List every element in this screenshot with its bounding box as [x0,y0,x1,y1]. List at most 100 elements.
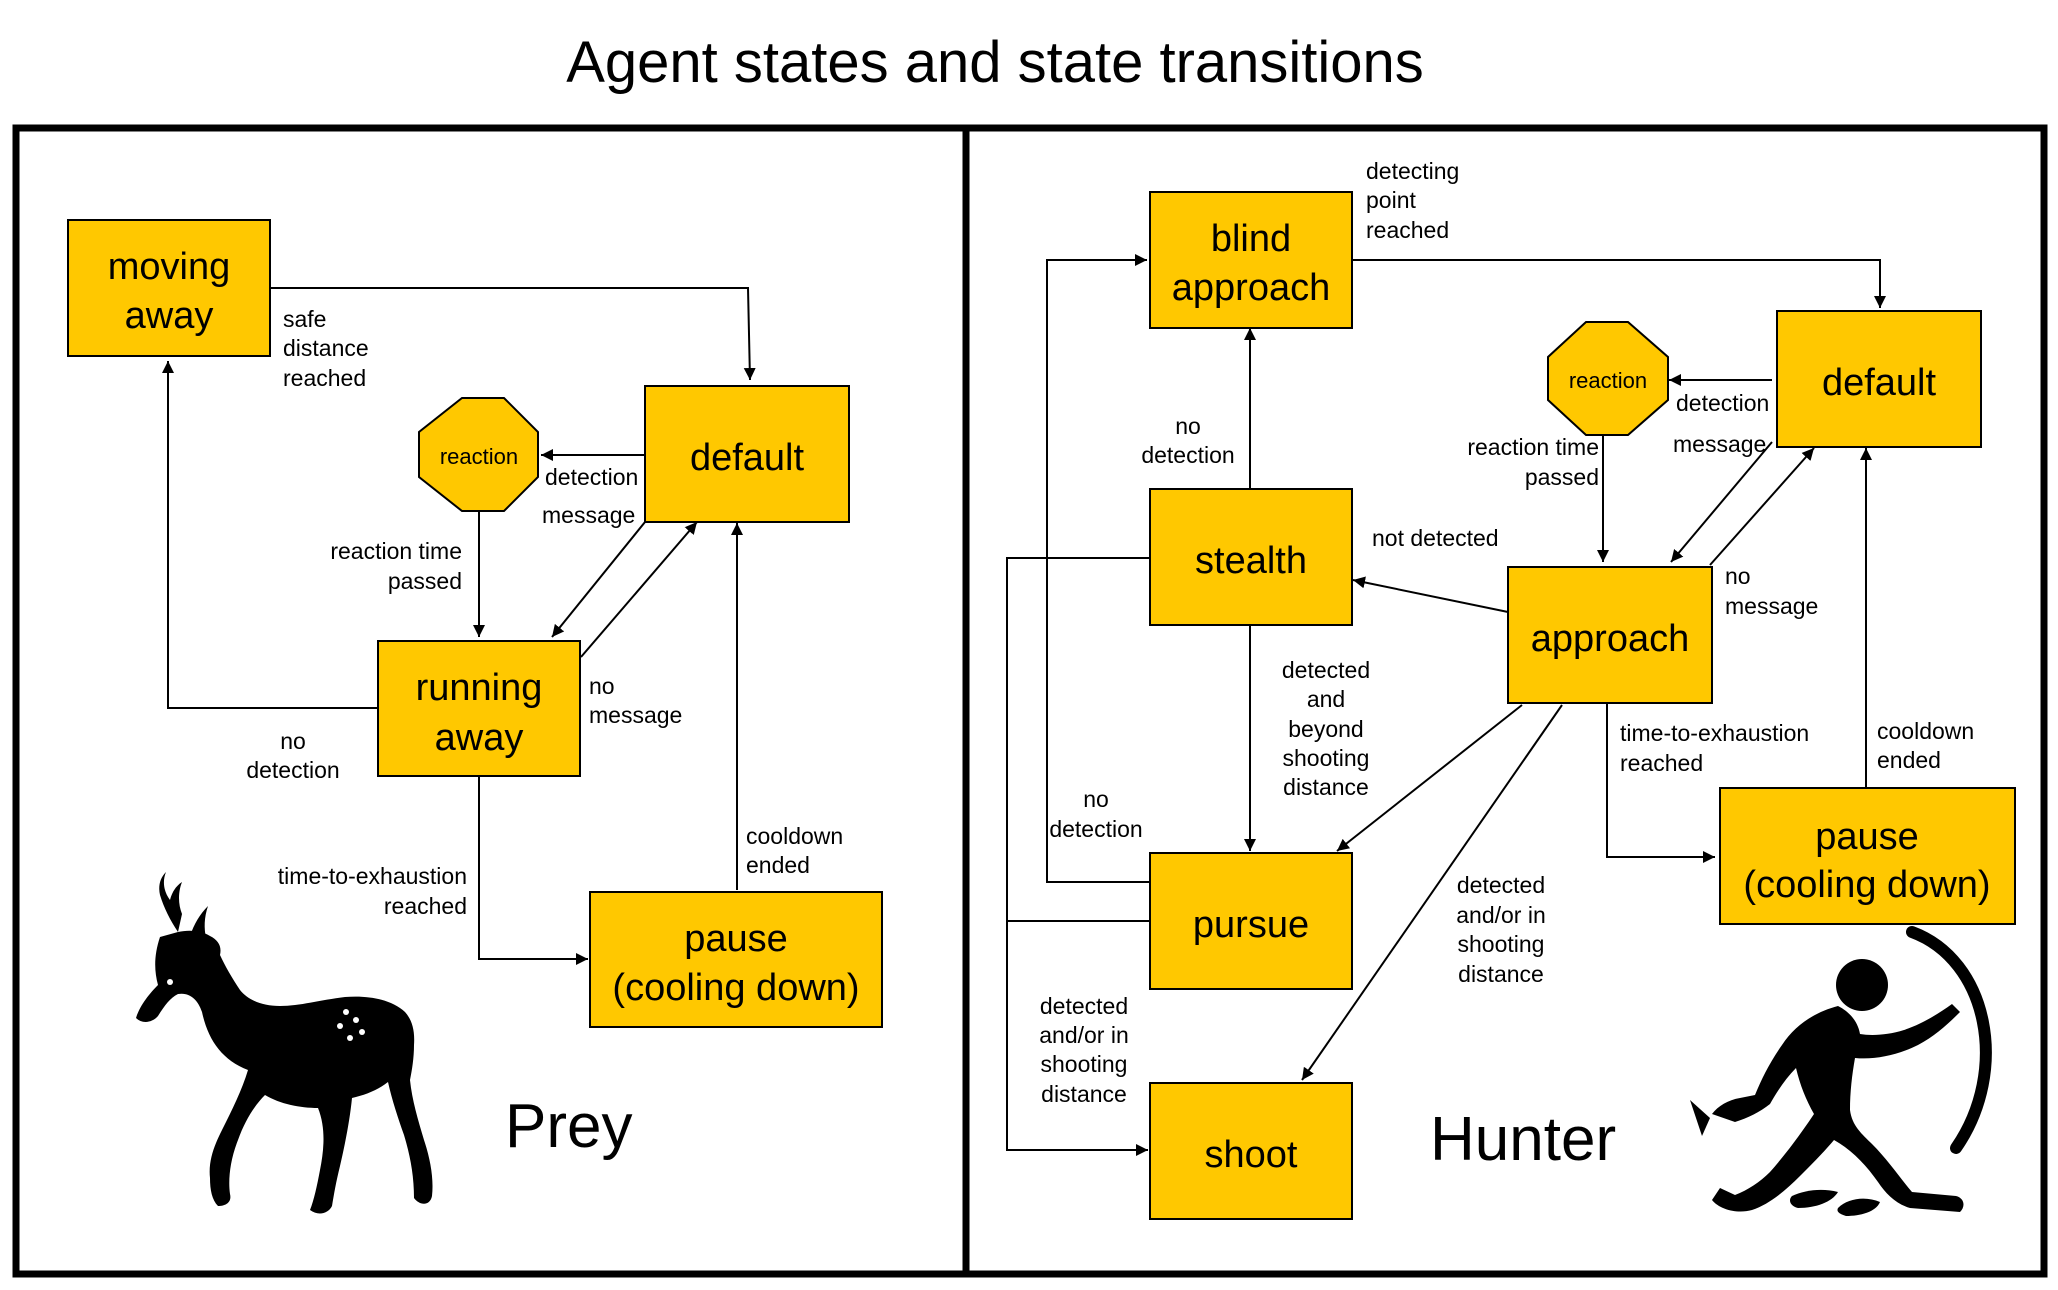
svg-text:detected: detected [1040,993,1128,1019]
prey-label-no-message: no message [589,673,682,728]
svg-text:point: point [1366,187,1416,213]
prey-label-detection-message: detection message [542,464,638,528]
svg-text:detecting: detecting [1366,158,1459,184]
svg-text:distance: distance [1458,961,1544,987]
hunter-label-detected-in-shooting-right: detected and/or in shooting distance [1456,872,1546,987]
edge-approach-to-shoot [1301,704,1563,1081]
hunter-label-message: message [1673,431,1766,457]
edge-blind-approach-to-default [1348,259,1886,308]
svg-text:message: message [542,502,635,528]
svg-text:no: no [589,673,615,699]
svg-text:distance: distance [1283,774,1369,800]
svg-text:and: and [1307,686,1345,712]
hunter-state-reaction: reaction [1547,321,1669,436]
svg-text:cooldown: cooldown [1877,718,1974,744]
hunter-label-detecting-point: detecting point reached [1366,158,1459,243]
svg-text:no: no [1175,413,1201,439]
svg-text:no: no [1083,786,1109,812]
svg-text:reached: reached [1366,217,1449,243]
svg-text:detection: detection [1141,442,1234,468]
svg-text:ended: ended [746,852,810,878]
edge-approach-to-pause [1606,704,1715,863]
hunter-label-detected-beyond: detected and beyond shooting distance [1282,657,1370,800]
prey-state-reaction: reaction [418,397,539,512]
hunter-state-pause: pause (cooling down) [1719,787,2016,925]
deer-silhouette-icon [136,872,433,1214]
diagram-title: Agent states and state transitions [566,30,1424,95]
prey-state-default: default [644,385,850,523]
prey-agent-name: Prey [505,1092,632,1161]
prey-diagram: moving away default reaction running awa… [67,219,883,1214]
svg-text:distance: distance [1041,1081,1127,1107]
hunter-label-detection: detection [1676,390,1769,416]
hunter-agent-name: Hunter [1430,1105,1616,1174]
hunter-state-stealth: stealth [1149,488,1353,626]
prey-state-pause: pause (cooling down) [589,891,883,1028]
svg-text:blind: blind [1211,218,1291,260]
svg-text:shooting: shooting [1041,1051,1128,1077]
hunter-label-detected-in-shooting-left: detected and/or in shooting distance [1039,993,1129,1107]
svg-text:reaction time: reaction time [1467,434,1599,460]
svg-text:pause: pause [684,918,788,960]
svg-text:time-to-exhaustion: time-to-exhaustion [1620,720,1809,746]
edge-stealth-to-shoot [1006,557,1150,1156]
svg-text:detection: detection [1049,816,1142,842]
svg-text:(cooling down): (cooling down) [612,967,859,1009]
hunter-state-blind-approach: blind approach [1149,191,1353,329]
svg-text:safe: safe [283,306,326,332]
svg-text:running: running [416,667,543,709]
hunter-label-no-message: no message [1725,563,1818,619]
edge-default-to-approach [1670,441,1773,563]
svg-text:reaction time: reaction time [330,538,462,564]
svg-text:approach: approach [1172,267,1330,309]
svg-text:approach: approach [1531,618,1689,660]
edge-approach-to-stealth [1352,576,1509,613]
prey-label-safe-distance: safe distance reached [283,306,369,391]
svg-text:reaction: reaction [1569,368,1647,393]
svg-text:pursue: pursue [1193,904,1309,946]
svg-text:reached: reached [384,893,467,919]
hunter-label-no-detection-top: no detection [1141,413,1234,468]
hunter-label-cooldown-ended: cooldown ended [1877,718,1974,773]
svg-text:stealth: stealth [1195,540,1307,582]
hunter-label-no-detection-left: no detection [1049,786,1142,842]
svg-text:shoot: shoot [1205,1134,1298,1176]
svg-text:default: default [1822,362,1937,404]
prey-label-no-detection: no detection [246,728,339,783]
svg-text:passed: passed [1525,464,1599,490]
svg-text:cooldown: cooldown [746,823,843,849]
archer-silhouette-icon [1690,926,1992,1216]
svg-text:distance: distance [283,335,369,361]
edge-approach-to-pursue [1336,704,1523,852]
hunter-state-default: default [1776,310,1982,448]
svg-text:no: no [280,728,306,754]
edge-moving-away-to-default [270,287,756,381]
hunter-diagram: blind approach reaction default stealth … [1006,158,2016,1220]
hunter-label-time-to-exhaustion: time-to-exhaustion reached [1620,720,1809,776]
hunter-state-shoot: shoot [1149,1082,1353,1220]
svg-text:message: message [589,702,682,728]
svg-text:and/or in: and/or in [1456,902,1546,928]
svg-text:reaction: reaction [440,444,518,469]
svg-text:ended: ended [1877,747,1941,773]
edge-default-to-running-away [551,521,646,638]
svg-text:passed: passed [388,568,462,594]
svg-text:shooting: shooting [1283,745,1370,771]
hunter-panel [962,124,2048,1278]
prey-label-reaction-time: reaction time passed [330,538,462,594]
svg-text:no: no [1725,563,1751,589]
svg-text:reached: reached [1620,750,1703,776]
svg-text:detection: detection [545,464,638,490]
svg-text:shooting: shooting [1458,931,1545,957]
edge-pursue-to-blind-approach [1046,254,1150,883]
edge-approach-to-default [1709,447,1815,566]
svg-text:beyond: beyond [1288,716,1363,742]
svg-text:default: default [690,437,805,479]
edge-running-away-to-moving-away [162,361,378,709]
svg-text:message: message [1725,593,1818,619]
svg-text:time-to-exhaustion: time-to-exhaustion [278,863,467,889]
edge-running-away-to-pause [478,776,588,965]
svg-text:detection: detection [246,757,339,783]
prey-state-running-away: running away [377,640,581,777]
